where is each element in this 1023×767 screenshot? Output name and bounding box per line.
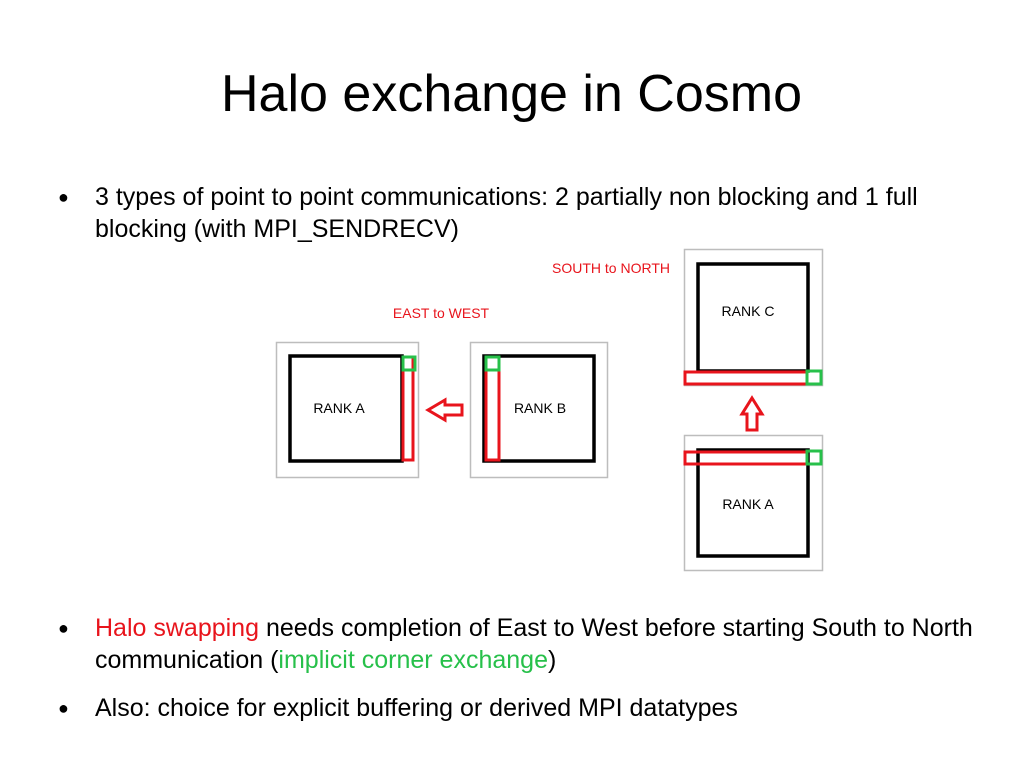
bullet-text: 3 types of point to point communications… [95,183,918,243]
rank-c-block: RANK C [683,248,824,387]
rank-a-bottom-inner-box [696,448,810,558]
bullet-dot: ● [58,618,69,638]
arrow-up-icon [739,395,765,432]
bullet-dot: ● [58,698,69,718]
rank-a-inner-box [288,354,404,463]
halo-swapping-highlight: Halo swapping [95,614,259,642]
bullet-dot: ● [58,187,69,207]
implicit-corner-exchange-highlight: implicit corner exchange [278,646,548,674]
rank-c-corner [805,369,823,386]
rank-b-label: RANK B [514,400,566,416]
bullet-text: Halo swapping needs completion of East t… [95,612,975,676]
rank-a-bottom-block: RANK A [683,434,824,572]
rank-c-label: RANK C [722,303,775,319]
bullet-text: Also: choice for explicit buffering or d… [95,694,738,722]
rank-b-inner-box [482,354,596,463]
rank-a-left-label: RANK A [313,400,365,416]
east-to-west-label: EAST to WEST [393,305,490,321]
rank-a-bottom-label: RANK A [722,496,774,512]
rank-b-corner [484,355,501,372]
south-to-north-label: SOUTH to NORTH [552,260,670,276]
slide-title: Halo exchange in Cosmo [221,65,802,123]
rank-b-block: RANK B [469,341,609,479]
rank-a-corner [401,355,417,372]
bullet-text-end: ) [547,646,557,674]
bullet-text-middle: needs completion of East to West before … [95,614,973,674]
rank-c-inner-box [696,262,810,373]
rank-a-left-block: RANK A [275,341,420,479]
rank-a-bottom-corner [805,449,823,466]
arrow-left-icon [425,397,464,423]
